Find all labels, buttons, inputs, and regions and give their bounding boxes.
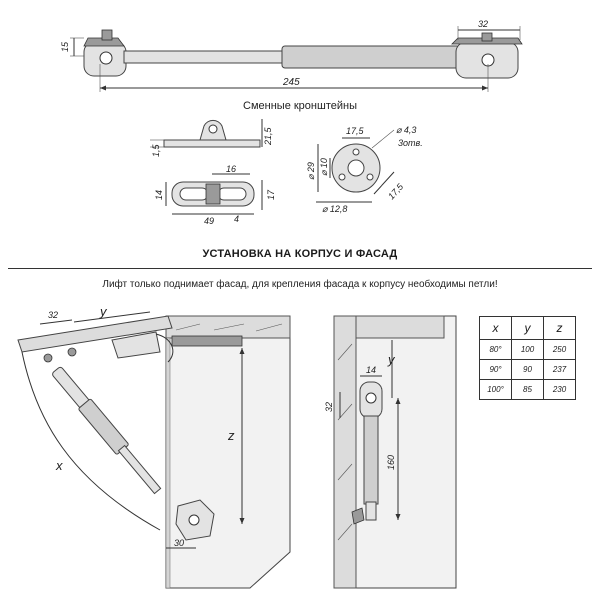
dim-160: 160 — [386, 455, 396, 470]
dim-dia-29: ⌀ 29 — [306, 162, 316, 180]
dim-length-245: 245 — [282, 77, 300, 88]
dim-49: 49 — [204, 216, 214, 226]
dim-17: 17 — [266, 189, 276, 200]
install-diagram-left: 32 y x z 30 — [17, 304, 291, 589]
table-header: z — [543, 316, 576, 340]
section-divider — [8, 268, 592, 269]
label-z: z — [227, 428, 235, 443]
table-cell: 237 — [543, 359, 576, 380]
dim-32-left: 32 — [48, 310, 58, 320]
dim-21-5: 21,5 — [263, 126, 273, 146]
brackets-caption: Сменные кронштейны — [243, 100, 357, 112]
label-y-left: y — [99, 304, 108, 319]
dim-17-5-top: 17,5 — [346, 126, 365, 136]
table-row: 90° 90 237 — [479, 359, 576, 380]
table-cell: 90 — [511, 359, 544, 380]
dim-16: 16 — [226, 164, 236, 174]
table-row: 80° 100 250 — [479, 339, 576, 360]
dim-height-15: 15 — [60, 41, 70, 52]
dim-14: 14 — [154, 190, 164, 200]
label-y-right: y — [387, 352, 396, 367]
dim-bracket-32: 32 — [478, 19, 488, 29]
dim-1-5: 1,5 — [151, 143, 161, 157]
dim-17-5-side: 17,5 — [386, 181, 406, 201]
dim-32-right: 32 — [324, 402, 334, 412]
bracket-left-drawing: 1,5 21,5 16 14 17 49 4 — [150, 119, 276, 226]
table-header: x — [479, 316, 512, 340]
table-cell: 100 — [511, 339, 544, 360]
gas-lift-side-view: 15 245 32 — [60, 19, 523, 92]
table-row: 100° 85 230 — [479, 379, 576, 400]
table-cell: 85 — [511, 379, 544, 400]
install-diagram-right: y 14 32 160 — [324, 315, 457, 589]
dim-30: 30 — [174, 538, 184, 548]
table-cell: 80° — [479, 339, 512, 360]
dim-dia-10: ⌀ 10 — [319, 158, 329, 176]
bracket-right-drawing: 17,5 ⌀ 4,3 3отв. ⌀ 29 ⌀ 10 ⌀ 12,8 17,5 — [306, 125, 423, 214]
xyz-table: x y z 80° 100 250 90° 90 237 100° 85 230 — [479, 316, 576, 400]
table-cell: 250 — [543, 339, 576, 360]
dim-14-right: 14 — [366, 365, 376, 375]
installation-note: Лифт только поднимает фасад, для креплен… — [102, 279, 498, 290]
table-cell: 230 — [543, 379, 576, 400]
section-title: УСТАНОВКА НА КОРПУС И ФАСАД — [202, 248, 398, 260]
table-cell: 100° — [479, 379, 512, 400]
dim-hole-4-3: ⌀ 4,3 — [396, 125, 416, 135]
holes-note: 3отв. — [398, 138, 423, 148]
dim-4: 4 — [234, 214, 239, 224]
table-header: y — [511, 316, 544, 340]
label-x-left: x — [55, 458, 63, 473]
table-cell: 90° — [479, 359, 512, 380]
dim-dia-12-8: ⌀ 12,8 — [322, 204, 347, 214]
table-header-row: x y z — [479, 316, 576, 340]
